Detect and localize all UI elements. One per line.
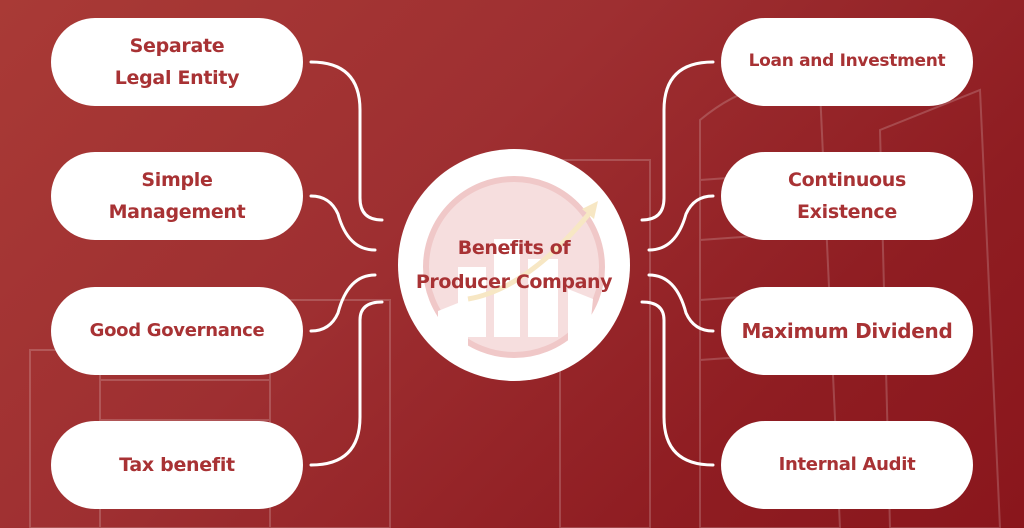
- center-title-line-1: Benefits of: [457, 237, 571, 259]
- center-node: Benefits of Producer Company: [398, 149, 630, 381]
- connector-right-1: [640, 60, 715, 222]
- benefit-label: Maximum Dividend: [741, 319, 953, 343]
- benefit-label: Simple: [141, 169, 213, 191]
- benefit-label: Good Governance: [89, 320, 265, 341]
- benefit-maximum-dividend: Maximum Dividend: [721, 287, 973, 375]
- benefit-label: Separate: [129, 35, 225, 57]
- benefit-label: Internal Audit: [778, 454, 916, 475]
- benefit-label: Loan and Investment: [748, 51, 946, 71]
- growth-buildings-icon: [423, 176, 605, 358]
- benefit-loan-and-investment: Loan and Investment: [721, 18, 973, 106]
- benefit-label: Tax benefit: [119, 454, 235, 476]
- benefit-label: Management: [108, 201, 246, 223]
- connector-right-3: [647, 273, 715, 333]
- connector-left-2: [309, 194, 377, 252]
- center-title-line-2: Producer Company: [415, 271, 613, 293]
- benefit-label: Legal Entity: [114, 67, 240, 89]
- benefit-label: Continuous: [787, 169, 907, 191]
- benefit-good-governance: Good Governance: [51, 287, 303, 375]
- connector-left-4: [309, 300, 384, 467]
- connector-right-2: [647, 194, 715, 252]
- benefit-label: Existence: [796, 201, 897, 223]
- connector-right-4: [640, 300, 715, 467]
- center-title: Benefits of Producer Company: [415, 231, 613, 299]
- connector-left-1: [309, 60, 384, 222]
- benefit-tax-benefit: Tax benefit: [51, 421, 303, 509]
- benefit-internal-audit: Internal Audit: [721, 421, 973, 509]
- connector-left-3: [309, 273, 377, 333]
